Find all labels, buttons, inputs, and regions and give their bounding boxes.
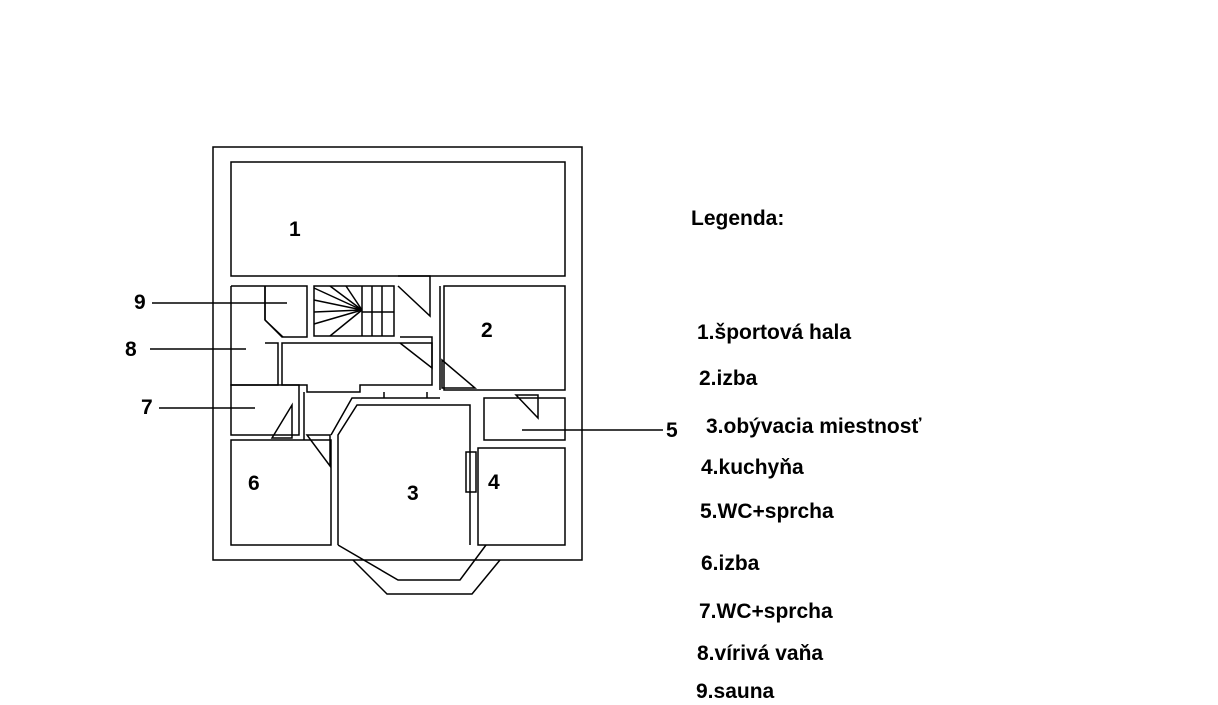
room-9-outline (231, 285, 308, 338)
legend-item-5: 5.WC+sprcha (700, 500, 834, 523)
legend-item-8: 8.vírivá vaňa (697, 642, 824, 665)
legend-item-3: 3.obývacia miestnosť (706, 415, 922, 438)
room-label-4: 4 (488, 471, 500, 494)
room-label-1: 1 (289, 218, 301, 241)
legend-item-6: 6.izba (701, 552, 760, 575)
door-room-5 (514, 394, 539, 420)
legend-item-1: 1.športová hala (697, 321, 852, 344)
kitchen-counter (465, 451, 477, 493)
room-label-9: 9 (134, 291, 146, 314)
bay-window (352, 559, 501, 595)
legend-item-2: 2.izba (699, 367, 758, 390)
legend-item-4: 4.kuchyňa (701, 456, 804, 479)
door-room-7 (270, 402, 293, 439)
room-1-outline (230, 161, 566, 277)
room-8-outline (230, 286, 279, 386)
legend-title: Legenda: (691, 207, 785, 230)
room-6-outline (230, 439, 332, 546)
room-5-outline (483, 397, 566, 441)
door-hall (399, 336, 433, 370)
stair-steps (313, 285, 394, 337)
outer-wall (212, 146, 583, 561)
room-label-3: 3 (407, 482, 419, 505)
room-2-outline (443, 285, 566, 391)
legend-item-7: 7.WC+sprcha (699, 600, 833, 623)
room-label-2: 2 (481, 319, 493, 342)
room-4-outline (477, 447, 566, 546)
door-room-2 (441, 358, 478, 389)
door-room-6 (305, 434, 331, 469)
room-label-6: 6 (248, 472, 260, 495)
door-stairs (397, 275, 431, 318)
room-label-8: 8 (125, 338, 137, 361)
room-label-5: 5 (666, 419, 678, 442)
staircase (313, 285, 395, 337)
legend-item-9: 9.sauna (696, 680, 775, 703)
bay-window-inner (337, 544, 487, 581)
room-7-outline (230, 384, 300, 436)
room-label-7: 7 (141, 396, 153, 419)
room-3-outline (337, 404, 471, 545)
